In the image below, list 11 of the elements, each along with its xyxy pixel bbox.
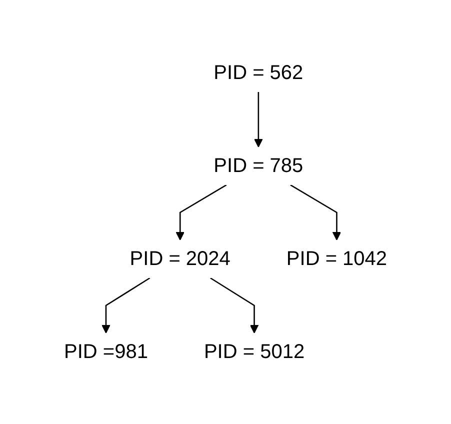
node-text: PID = 2024 — [130, 247, 230, 270]
arrow — [290, 184, 342, 240]
node-text: PID = 1042 — [286, 247, 388, 270]
node-text: PID = 562 — [214, 62, 304, 84]
node-text: PID = 785 — [214, 154, 304, 176]
node-text: PID = 5012 — [204, 340, 305, 362]
node-text: PID =981 — [64, 340, 148, 362]
arrow — [102, 276, 150, 333]
arrow — [254, 92, 263, 147]
arrow — [210, 276, 259, 333]
arrow — [176, 184, 227, 240]
